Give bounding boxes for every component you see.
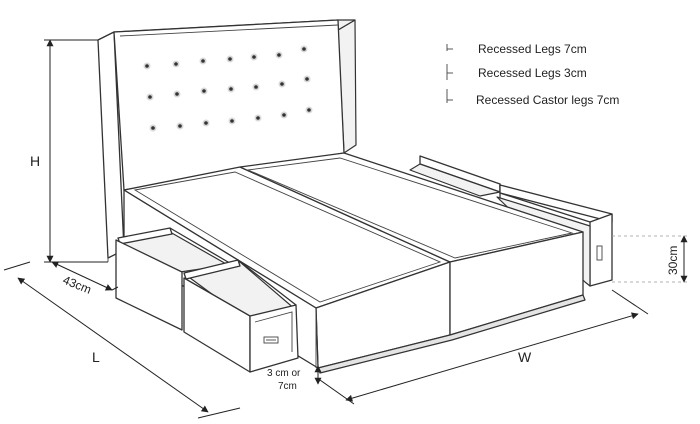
legend-item-castor-legs: Recessed Castor legs 7cm — [476, 93, 619, 107]
left-drawer-handle — [263, 336, 279, 344]
width-label: W — [518, 349, 532, 365]
leg-height-label-line2: 7cm — [278, 381, 297, 392]
length-label: L — [92, 349, 100, 365]
legend-item-legs-7cm: Recessed Legs 7cm — [478, 42, 587, 56]
tufting-buttons — [143, 45, 313, 132]
height-label: H — [30, 153, 40, 169]
headboard — [97, 19, 357, 262]
length-dimension — [3, 261, 241, 419]
legend-item-legs-3cm: Recessed Legs 3cm — [478, 66, 587, 80]
leg-options-legend — [446, 44, 453, 103]
drawer-height-dimension — [612, 235, 690, 283]
left-drawer-front-side — [249, 304, 299, 373]
leg-height-label-line1: 3 cm or — [267, 368, 301, 379]
height-dimension — [44, 39, 108, 263]
right-drawer-handle — [596, 245, 603, 261]
right-drawer-face — [589, 213, 613, 287]
headboard-depth-label: 43cm — [61, 273, 93, 297]
drawer-height-label: 30cm — [666, 246, 680, 275]
width-dimension — [319, 289, 649, 405]
